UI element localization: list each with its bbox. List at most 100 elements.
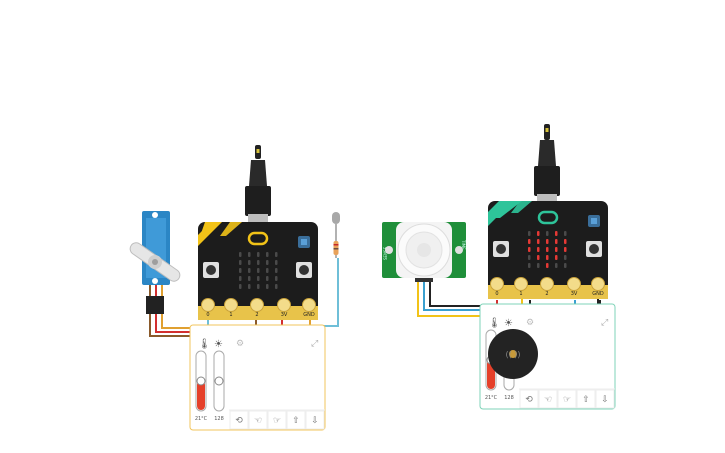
sound-waves-icon: (( )) bbox=[505, 350, 520, 359]
pin-gnd[interactable] bbox=[591, 277, 605, 291]
expand-icon[interactable]: ⤢ bbox=[310, 339, 318, 349]
led bbox=[528, 247, 531, 252]
sensitivity-pot[interactable] bbox=[385, 246, 393, 254]
led bbox=[239, 276, 242, 281]
led bbox=[528, 255, 531, 260]
gesture-glyph: ⟲ bbox=[525, 395, 533, 405]
pin-label: 3V bbox=[281, 312, 288, 318]
logo-down-icon[interactable] bbox=[305, 410, 325, 430]
pin-1[interactable] bbox=[514, 277, 528, 291]
settings-icon[interactable]: ⚙ bbox=[526, 318, 534, 328]
pin-3v[interactable] bbox=[567, 277, 581, 291]
led bbox=[266, 268, 269, 273]
led bbox=[275, 276, 278, 281]
pin-2[interactable] bbox=[250, 298, 264, 312]
shake-icon[interactable] bbox=[229, 410, 249, 430]
gesture-glyph: ⇧ bbox=[292, 416, 300, 426]
led bbox=[248, 284, 251, 289]
pin-0[interactable] bbox=[201, 298, 215, 312]
tilt-left-icon[interactable] bbox=[248, 410, 268, 430]
pir-sense-label: SENSE bbox=[383, 246, 388, 260]
temperature-value: 21°C bbox=[195, 416, 208, 422]
led bbox=[257, 284, 260, 289]
led bbox=[257, 268, 260, 273]
led bbox=[266, 260, 269, 265]
led bbox=[257, 260, 260, 265]
led bbox=[564, 247, 567, 252]
led bbox=[546, 263, 549, 268]
gesture-glyph: ☞ bbox=[273, 416, 281, 426]
touch-logo[interactable] bbox=[537, 210, 559, 225]
led bbox=[239, 268, 242, 273]
led bbox=[275, 260, 278, 265]
pin-label: 0 bbox=[495, 291, 498, 297]
pin-1[interactable] bbox=[224, 298, 238, 312]
resistor-sensor[interactable] bbox=[332, 212, 340, 258]
tilt-right-icon[interactable] bbox=[267, 410, 287, 430]
touch-logo[interactable] bbox=[247, 231, 269, 246]
usb-cable-left bbox=[245, 145, 271, 222]
led bbox=[266, 252, 269, 257]
light-value: 128 bbox=[504, 395, 514, 401]
led bbox=[239, 260, 242, 265]
led bbox=[564, 231, 567, 236]
led bbox=[537, 239, 540, 244]
settings-icon[interactable]: ⚙ bbox=[236, 339, 244, 349]
pir-motion-sensor[interactable]: SENSE TIME bbox=[382, 222, 466, 282]
tilt-right-icon[interactable] bbox=[557, 389, 577, 409]
led bbox=[564, 263, 567, 268]
led bbox=[257, 276, 260, 281]
led bbox=[546, 247, 549, 252]
pin-label: 1 bbox=[229, 312, 232, 318]
led bbox=[555, 255, 558, 260]
led bbox=[555, 263, 558, 268]
logo-up-icon[interactable] bbox=[576, 389, 596, 409]
pin-3v[interactable] bbox=[277, 298, 291, 312]
temperature-value: 21°C bbox=[485, 395, 498, 401]
piezo-buzzer[interactable]: (( )) bbox=[488, 329, 538, 379]
gesture-glyph: ⇩ bbox=[601, 395, 609, 405]
led bbox=[546, 231, 549, 236]
led bbox=[537, 255, 540, 260]
led bbox=[257, 252, 260, 257]
time-pot[interactable] bbox=[455, 246, 463, 254]
led bbox=[537, 263, 540, 268]
button-a[interactable] bbox=[203, 262, 219, 278]
pin-0[interactable] bbox=[490, 277, 504, 291]
led bbox=[275, 284, 278, 289]
right-circuit: SENSE TIME bbox=[382, 124, 616, 410]
gesture-glyph: ☜ bbox=[254, 416, 262, 426]
tilt-left-icon[interactable] bbox=[538, 389, 558, 409]
led bbox=[546, 239, 549, 244]
button-b[interactable] bbox=[296, 262, 312, 278]
logo-down-icon[interactable] bbox=[595, 389, 615, 409]
led bbox=[537, 231, 540, 236]
pin-label: GND bbox=[592, 291, 604, 297]
expand-icon[interactable]: ⤢ bbox=[600, 318, 608, 328]
led-matrix-right bbox=[528, 231, 567, 268]
gesture-glyph: ⇩ bbox=[311, 416, 319, 426]
button-a[interactable] bbox=[493, 241, 509, 257]
logo-up-icon[interactable] bbox=[286, 410, 306, 430]
led bbox=[546, 255, 549, 260]
shake-icon[interactable] bbox=[519, 389, 539, 409]
pin-label: 1 bbox=[519, 291, 522, 297]
led bbox=[555, 239, 558, 244]
led bbox=[528, 263, 531, 268]
pin-label: 3V bbox=[571, 291, 578, 297]
pin-2[interactable] bbox=[540, 277, 554, 291]
button-b[interactable] bbox=[586, 241, 602, 257]
led bbox=[239, 284, 242, 289]
pin-label: 0 bbox=[206, 312, 209, 318]
pin-gnd[interactable] bbox=[302, 298, 316, 312]
gesture-glyph: ⇧ bbox=[582, 395, 590, 405]
led bbox=[537, 247, 540, 252]
led bbox=[248, 260, 251, 265]
servo-motor[interactable] bbox=[127, 211, 183, 314]
led bbox=[555, 231, 558, 236]
led bbox=[555, 247, 558, 252]
